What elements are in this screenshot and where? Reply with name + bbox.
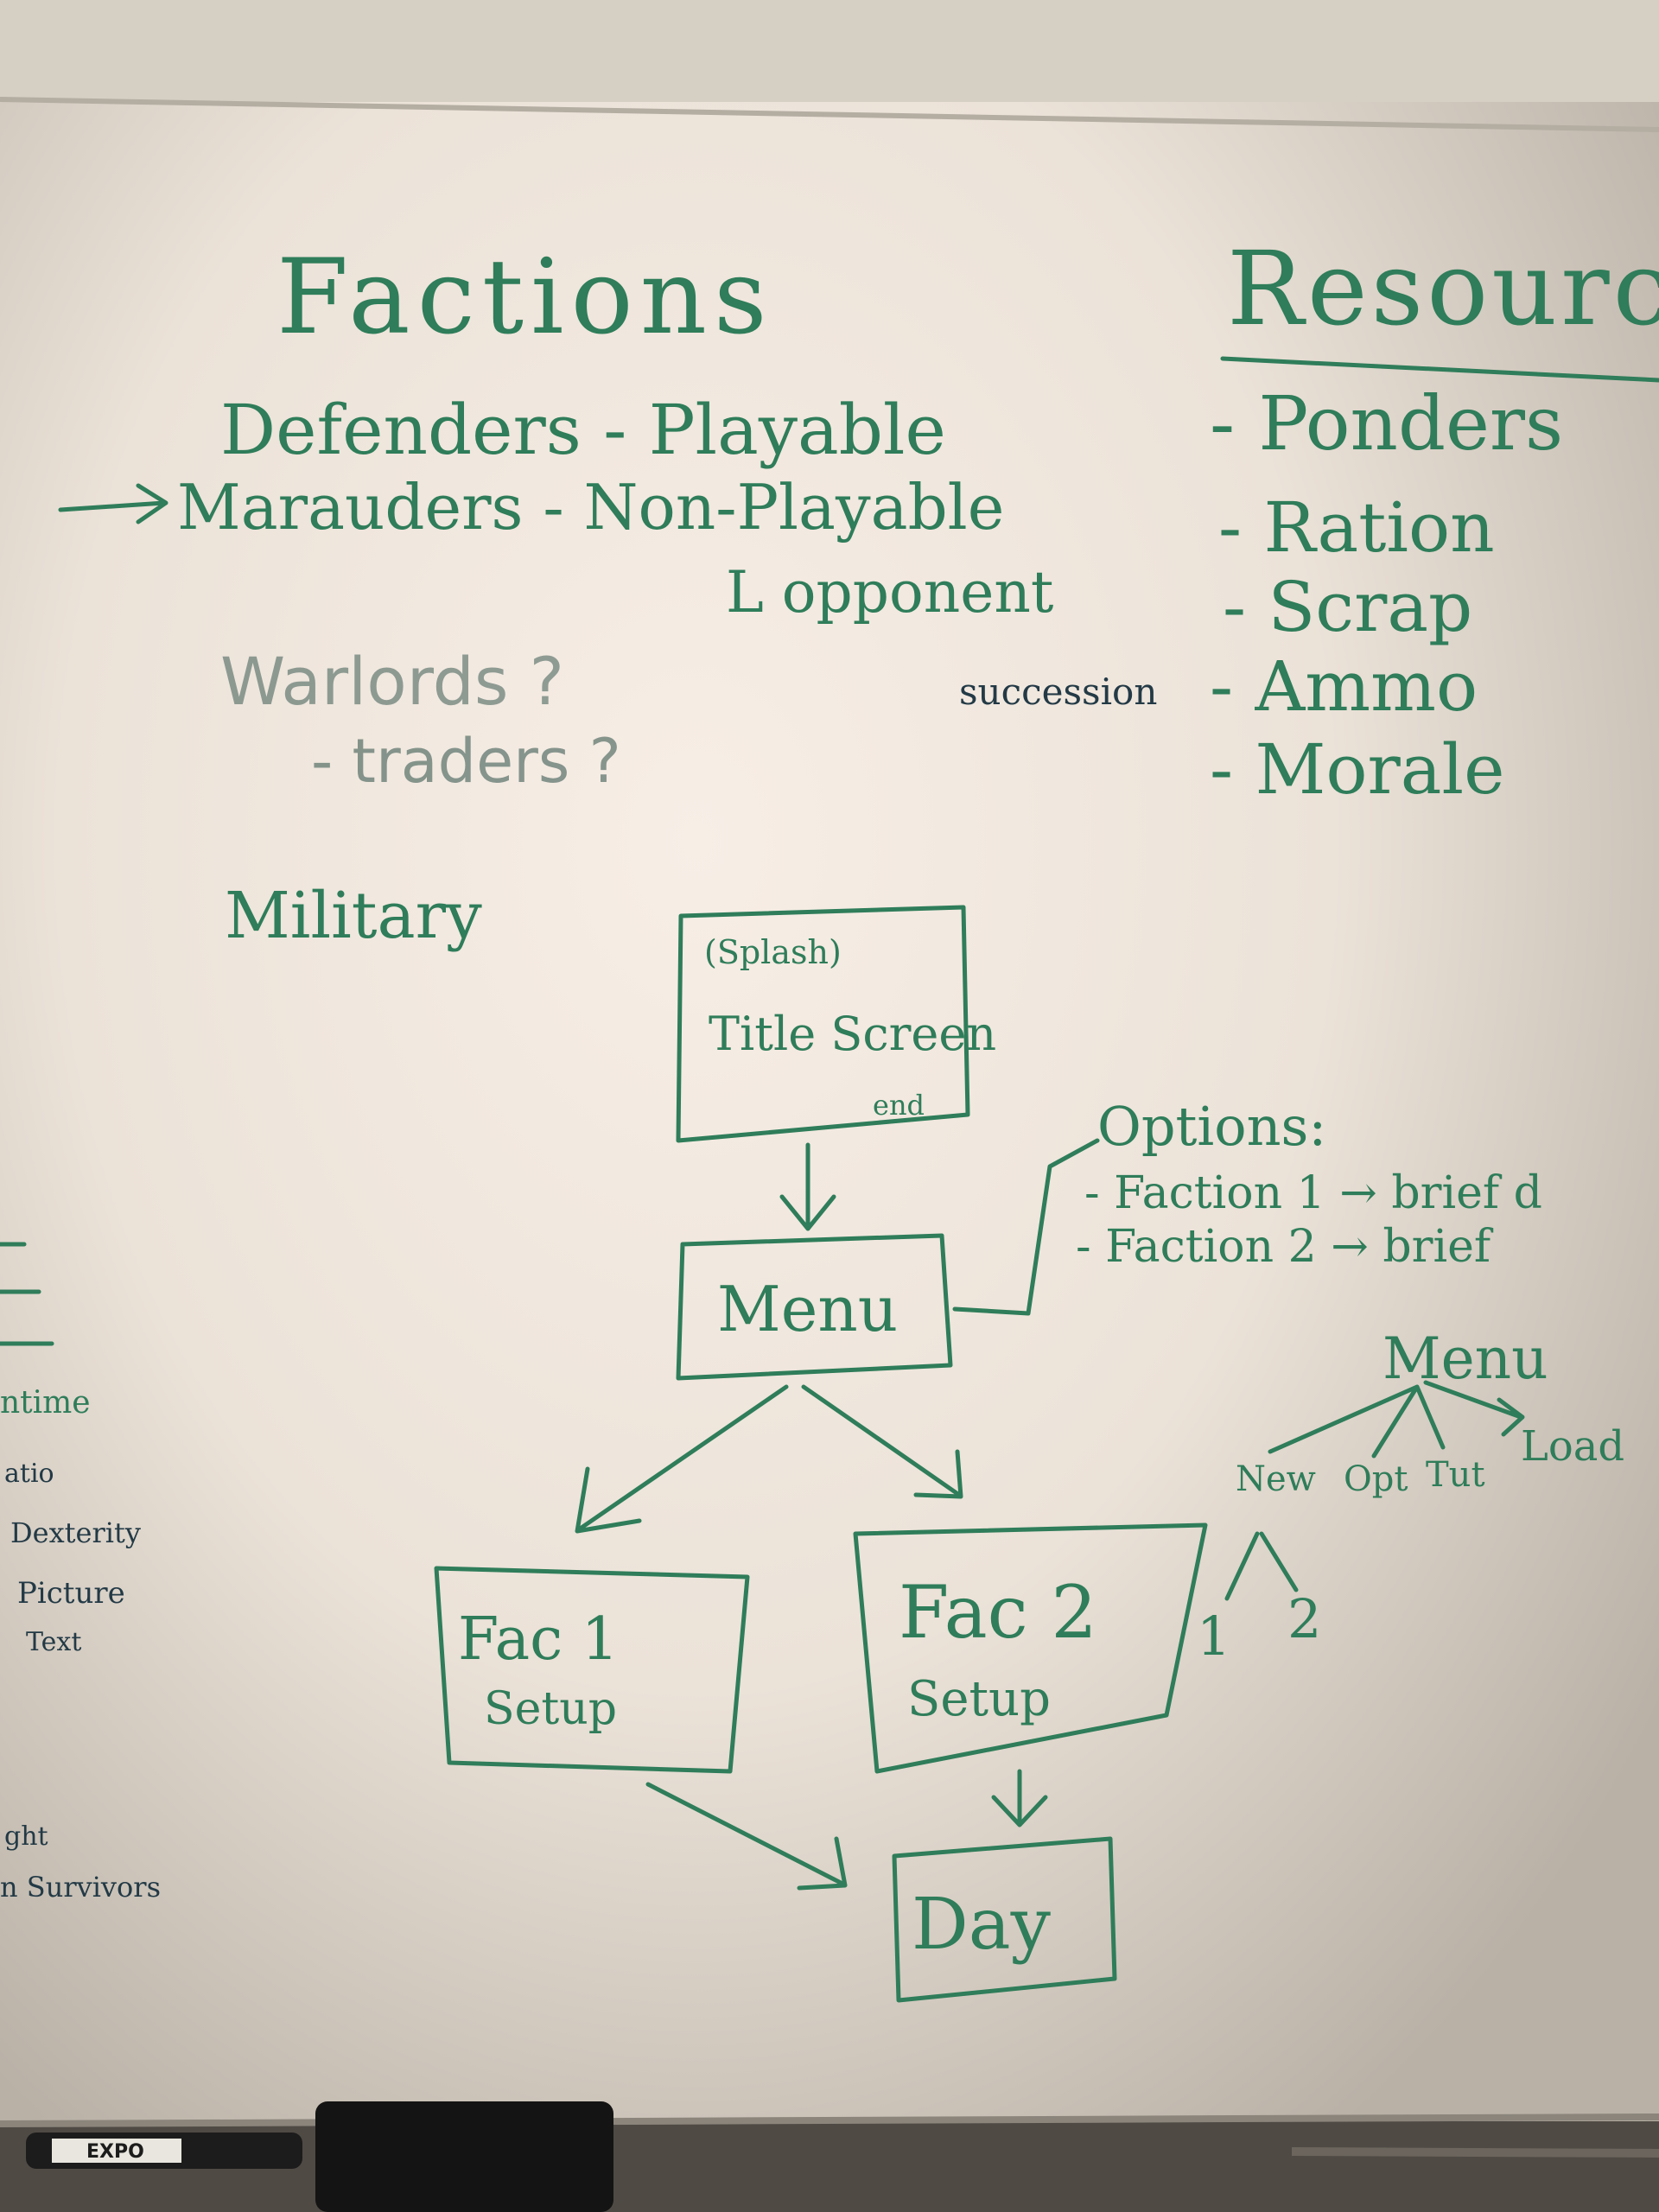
menu-tree-load: Load	[1521, 1422, 1624, 1471]
fac2-box-sublabel: Setup	[907, 1671, 1051, 1727]
marker-label: EXPO	[86, 2141, 144, 2163]
eraser	[315, 2101, 613, 2212]
menu-tree-sub-2: 2	[1287, 1587, 1321, 1650]
fac1-box-label: Fac 1	[458, 1605, 619, 1674]
menu-tree-sub-branches	[1224, 1531, 1299, 1601]
left-edge-note: atio	[4, 1459, 54, 1489]
menu-box-label: Menu	[717, 1273, 898, 1345]
resource-item: - Morale	[1210, 729, 1504, 810]
menu-tree-sub-1: 1	[1197, 1605, 1230, 1668]
title-box-label: Title Screen	[709, 1007, 996, 1061]
left-edge-note: n Survivors	[0, 1871, 161, 1904]
arrow-icon	[801, 1384, 963, 1499]
day-box-label: Day	[912, 1884, 1052, 1966]
resources-heading: Resources	[1227, 229, 1659, 348]
resource-item: - Ponders	[1210, 381, 1563, 467]
resources-underline	[1220, 356, 1659, 383]
menu-tree-opt: Opt	[1344, 1459, 1408, 1499]
menu-tree-tut: Tut	[1426, 1455, 1485, 1495]
option-faction-1: - Faction 1 → brief d	[1084, 1167, 1542, 1219]
option-faction-2: - Faction 2 → brief	[1076, 1221, 1494, 1273]
left-edge-note: Picture	[17, 1576, 125, 1611]
factions-heading: Factions	[276, 238, 774, 358]
fac1-setup-box	[434, 1566, 750, 1774]
faction-opponent-note: L opponent	[726, 559, 1053, 626]
resource-item: - Scrap	[1223, 567, 1472, 647]
arrow-icon	[58, 483, 168, 524]
day-box	[892, 1836, 1117, 2003]
menu-tree-root: Menu	[1382, 1325, 1548, 1392]
fac2-setup-box	[853, 1522, 1208, 1774]
faction-traders: - traders ?	[311, 726, 621, 797]
title-box-splash: (Splash)	[704, 933, 842, 971]
left-edge-note: ght	[4, 1821, 48, 1852]
succession-note: succession	[959, 671, 1157, 713]
faction-warlords: Warlords ?	[220, 643, 564, 720]
faction-defenders: Defenders - Playable	[220, 390, 946, 470]
fac2-box-label: Fac 2	[899, 1570, 1097, 1655]
resource-item: - Ration	[1218, 487, 1495, 568]
left-edge-note: Text	[26, 1627, 81, 1657]
menu-tree-branches	[1268, 1380, 1525, 1459]
resource-item: - Ammo	[1210, 646, 1478, 727]
menu-tree-new: New	[1236, 1459, 1316, 1499]
faction-military: Military	[225, 879, 482, 953]
board-top-frame	[0, 0, 1659, 102]
left-edge-note: Dexterity	[10, 1516, 141, 1549]
arrow-icon	[991, 1769, 1048, 1827]
left-edge-note: ntime	[0, 1385, 91, 1421]
arrow-icon	[575, 1384, 789, 1534]
options-label: Options:	[1097, 1095, 1326, 1158]
title-screen-box	[676, 905, 970, 1143]
title-box-corner: end	[873, 1089, 925, 1122]
faction-marauders: Marauders - Non-Playable	[177, 471, 1004, 543]
dry-erase-marker: EXPO	[26, 2133, 302, 2169]
arrow-icon	[779, 1142, 836, 1231]
menu-box	[676, 1233, 953, 1381]
options-bracket	[952, 1138, 1100, 1316]
arrow-icon	[645, 1782, 848, 1891]
fac1-box-sublabel: Setup	[484, 1683, 617, 1735]
